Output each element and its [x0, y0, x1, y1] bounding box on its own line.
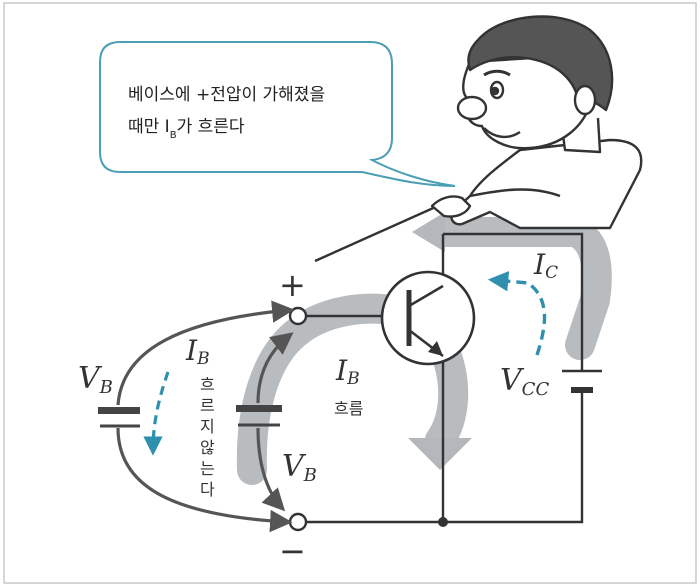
- ib-left-label: IB: [185, 334, 210, 369]
- vb-right-label: VB: [282, 449, 317, 486]
- ic-blue-arrow: [487, 271, 547, 356]
- vb-battery-left: [98, 407, 140, 428]
- vb-battery-right: [236, 405, 282, 427]
- vb-left-curves: [116, 300, 295, 533]
- speech-line-2: 때만 IB가 흐른다: [128, 117, 245, 141]
- vcc-label: VCC: [500, 363, 549, 400]
- ic-label: IC: [533, 248, 558, 283]
- minus-sign: −: [279, 532, 306, 570]
- no-flow-char: 흐: [200, 375, 215, 394]
- plus-sign: +: [279, 266, 306, 304]
- no-flow-char: 는: [200, 459, 215, 478]
- no-flow-vertical-text: 흐 르 지 않 는 다: [200, 375, 215, 499]
- terminal-emitter: [288, 512, 308, 532]
- ib-left-blue-arrow: [143, 371, 170, 456]
- pointer-stick: [314, 203, 441, 263]
- no-flow-char: 지: [200, 417, 215, 436]
- outer-border: [3, 2, 697, 584]
- terminal-base: [288, 306, 308, 326]
- ib-flow-band: [236, 293, 472, 485]
- transistor-symbol: [380, 270, 476, 366]
- no-flow-char: 르: [200, 396, 215, 415]
- ib-center-label: IB: [335, 354, 360, 389]
- person-illustration: [430, 15, 643, 230]
- ib-flow-label: 흐름: [334, 399, 363, 418]
- vb-right-curves: [256, 332, 294, 512]
- junction-dot: [438, 517, 448, 527]
- no-flow-char: 않: [200, 438, 215, 457]
- speech-bubble[interactable]: 베이스에 +전압이 가해졌을 때만 IB가 흐른다: [99, 41, 456, 187]
- vb-left-label: VB: [78, 361, 113, 398]
- speech-line-1: 베이스에 +전압이 가해졌을: [128, 85, 325, 105]
- no-flow-char: 다: [200, 480, 215, 499]
- vcc-battery: [562, 369, 602, 393]
